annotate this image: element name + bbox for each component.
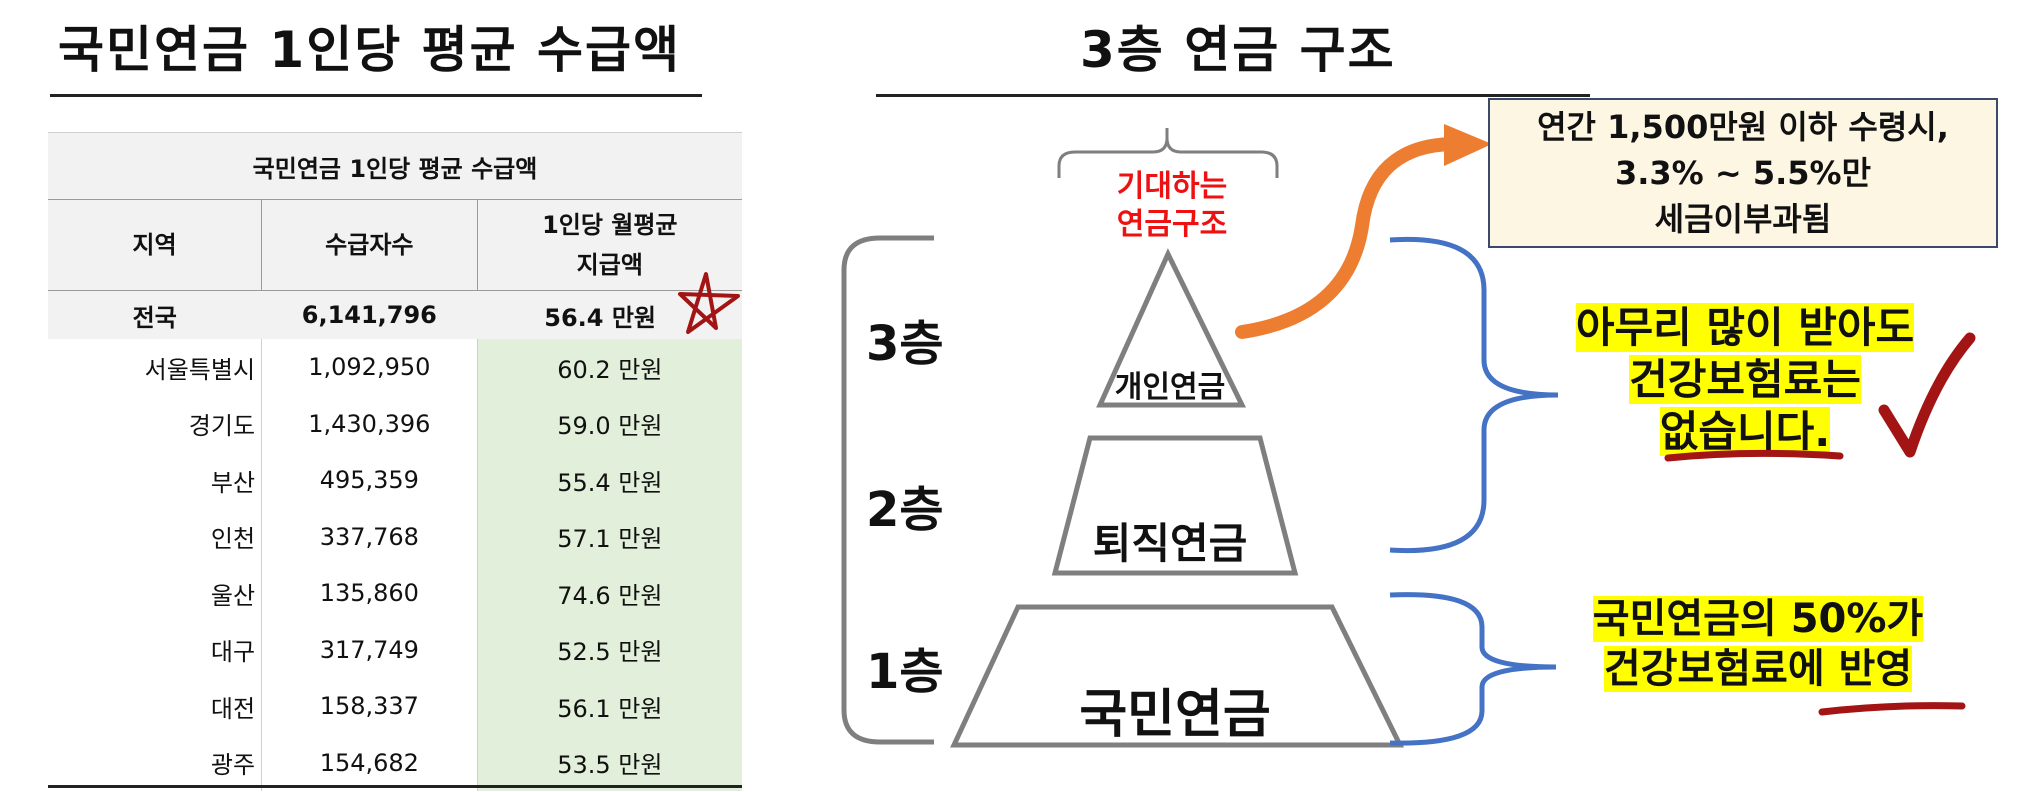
- row-recipients: 154,682: [261, 734, 478, 791]
- table-row: 경기도 1,430,396 59.0 만원: [48, 395, 742, 452]
- top-brace: [1057, 128, 1279, 178]
- row-amount: 56.1 만원: [477, 678, 742, 735]
- row-region: 대구: [48, 621, 263, 678]
- header-avg-line2: 지급액: [576, 251, 643, 279]
- total-amount: 56.4 만원: [477, 290, 742, 339]
- row-amount: 59.0 만원: [477, 395, 742, 452]
- row-recipients: 1,092,950: [261, 339, 478, 396]
- header-avg-line1: 1인당 월평균: [542, 211, 678, 239]
- note-lower-line2: 건강보험료에 반영: [1603, 646, 1913, 692]
- row-amount: 55.4 만원: [477, 452, 742, 509]
- checkmark-icon: [1878, 332, 1976, 458]
- row-region: 서울특별시: [48, 339, 263, 396]
- callout-line3: 세금이부과됨: [1654, 200, 1832, 238]
- ideal-structure-label: 기대하는 연금구조: [1082, 168, 1262, 244]
- header-region: 지역: [48, 199, 263, 291]
- row-region: 경기도: [48, 395, 263, 452]
- left-bracket: [841, 235, 934, 745]
- upper-brace: [1389, 236, 1559, 554]
- note-upper-line3: 없습니다.: [1659, 407, 1831, 456]
- title-underline: [876, 94, 1590, 97]
- ideal-label-line2: 연금구조: [1116, 207, 1228, 242]
- table-row: 광주 154,682 53.5 만원: [48, 734, 742, 791]
- table-caption: 국민연금 1인당 평균 수급액: [48, 132, 742, 200]
- pension-table: 국민연금 1인당 평균 수급액 지역 수급자수 1인당 월평균 지급액 전국 6…: [48, 132, 742, 791]
- right-title: 3층 연금 구조: [1080, 21, 1396, 79]
- row-region: 부산: [48, 452, 263, 509]
- title-underline: [50, 94, 702, 97]
- row-amount: 74.6 만원: [477, 565, 742, 622]
- header-avg-amount: 1인당 월평균 지급액: [477, 199, 742, 291]
- table-row: 인천 337,768 57.1 만원: [48, 508, 742, 565]
- tier-private-pension: 개인연금: [1114, 370, 1226, 405]
- total-recipients: 6,141,796: [261, 290, 478, 339]
- note-upper-line2: 건강보험료는: [1629, 355, 1861, 404]
- star-doodle-icon: [678, 272, 740, 334]
- total-row: 전국 6,141,796 56.4 만원: [48, 290, 742, 339]
- tier-national-pension: 국민연금: [1079, 685, 1271, 745]
- row-region: 대전: [48, 678, 263, 735]
- upper-underline: [1664, 449, 1844, 462]
- tier-bottom-shape: [950, 604, 1405, 748]
- health-insurance-reflect-note: 국민연금의 50%가 건강보험료에 반영: [1558, 594, 1958, 694]
- tier-retirement-pension: 퇴직연금: [1092, 519, 1248, 568]
- tier-top-shape: [1096, 248, 1247, 408]
- ideal-label-line1: 기대하는: [1116, 169, 1228, 204]
- tier-middle-shape: [1051, 435, 1299, 576]
- row-recipients: 135,860: [261, 565, 478, 622]
- note-upper-line1: 아무리 많이 받아도: [1575, 303, 1915, 352]
- table-row: 대구 317,749 52.5 만원: [48, 621, 742, 678]
- row-amount: 60.2 만원: [477, 339, 742, 396]
- table-row: 부산 495,359 55.4 만원: [48, 452, 742, 509]
- table-row: 울산 135,860 74.6 만원: [48, 565, 742, 622]
- row-recipients: 495,359: [261, 452, 478, 509]
- row-region: 울산: [48, 565, 263, 622]
- row-region: 광주: [48, 734, 263, 791]
- table-bottom-rule: [48, 785, 742, 788]
- callout-line1: 연간 1,500만원 이하 수령시,: [1537, 108, 1949, 146]
- row-recipients: 1,430,396: [261, 395, 478, 452]
- header-recipients: 수급자수: [261, 199, 478, 291]
- floor-label-2: 2층: [866, 482, 944, 538]
- total-region: 전국: [48, 290, 262, 339]
- floor-label-1: 1층: [866, 644, 944, 700]
- table-row: 대전 158,337 56.1 만원: [48, 678, 742, 735]
- callout-line2: 3.3% ~ 5.5%만: [1614, 154, 1872, 192]
- table-row: 서울특별시 1,092,950 60.2 만원: [48, 339, 742, 396]
- row-recipients: 317,749: [261, 621, 478, 678]
- lower-underline: [1818, 702, 1966, 716]
- curved-arrow-icon: [1235, 124, 1492, 339]
- row-region: 인천: [48, 508, 263, 565]
- row-amount: 52.5 만원: [477, 621, 742, 678]
- no-health-insurance-note: 아무리 많이 받아도 건강보험료는 없습니다.: [1550, 302, 1940, 458]
- tax-callout: 연간 1,500만원 이하 수령시, 3.3% ~ 5.5%만 세금이부과됨: [1488, 98, 1998, 248]
- row-amount: 53.5 만원: [477, 734, 742, 791]
- row-recipients: 158,337: [261, 678, 478, 735]
- pension-pyramid: [950, 248, 1405, 748]
- row-amount: 57.1 만원: [477, 508, 742, 565]
- row-recipients: 337,768: [261, 508, 478, 565]
- floor-label-3: 3층: [866, 316, 944, 372]
- left-title: 국민연금 1인당 평균 수급액: [58, 21, 682, 79]
- lower-brace: [1389, 592, 1557, 746]
- note-lower-line1: 국민연금의 50%가: [1592, 596, 1924, 642]
